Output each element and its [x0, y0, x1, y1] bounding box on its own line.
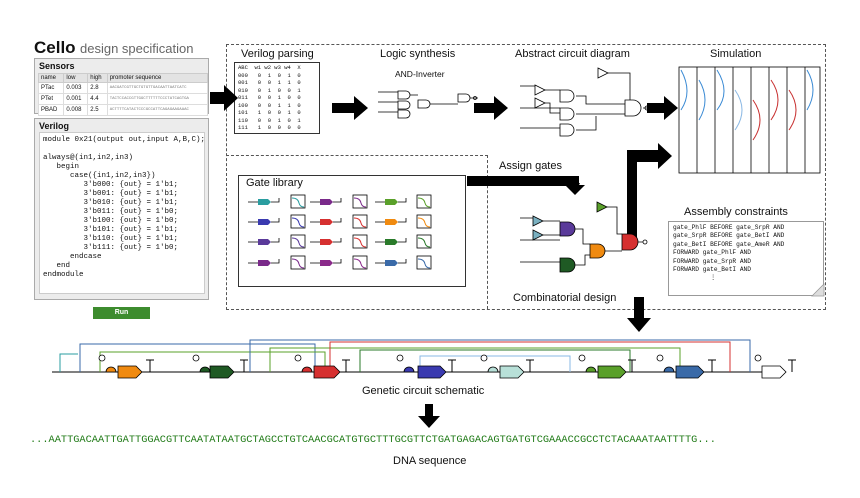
assembly-constraints-box: gate_PhlF BEFORE gate_SrpR AND gate_SrpR…	[668, 221, 824, 296]
pipeline-box	[226, 44, 826, 310]
arrow-synthesis-to-abstract	[474, 96, 508, 120]
simulation-label: Simulation	[710, 48, 762, 60]
run-button[interactable]: Run	[93, 307, 150, 319]
and-inverter-circuit	[378, 83, 478, 121]
sensor-high: 2.5	[87, 104, 108, 116]
sensor-low: 0.008	[63, 104, 89, 116]
sensors-table: name low high promoter sequence PTac 0.0…	[37, 73, 209, 116]
gate-library-label: Gate library	[246, 177, 303, 189]
sensors-panel: Sensors name low high promoter sequence …	[34, 58, 209, 116]
dna-sequence-label: DNA sequence	[393, 455, 467, 467]
and-inverter-label: AND-Inverter	[395, 69, 445, 79]
sensor-high: 2.8	[87, 82, 108, 94]
verilog-parsing-label: Verilog parsing	[241, 48, 314, 60]
logic-synthesis-label: Logic synthesis	[380, 48, 456, 60]
genetic-circuit-schematic	[52, 339, 780, 373]
cello-title: Cello	[34, 38, 76, 57]
simulation-curves	[680, 69, 814, 141]
table-row: PBAD 0.008 2.5 ACTTTTCATACTCCCGCCATTCAGA…	[37, 104, 209, 116]
arrow-abstract-to-simulation	[647, 96, 678, 120]
ribosome-binding-sites	[98, 354, 762, 362]
gate-library-parts	[248, 194, 432, 270]
arrow-to-dna	[418, 404, 440, 428]
arrow-to-schematic	[627, 297, 651, 332]
simulation-panel	[678, 66, 821, 174]
terminators	[146, 359, 796, 372]
verilog-code-editor[interactable]: module 0x21(output out,input A,B,C); alw…	[39, 132, 205, 294]
truth-table: ABC w1 w2 w3 w4 X 000 0 1 0 1 0 001 0 0 …	[234, 62, 320, 134]
page-fold-icon	[811, 283, 825, 297]
gate-library-region	[226, 155, 488, 309]
assembly-constraints-label: Assembly constraints	[684, 206, 788, 218]
combinatorial-design-circuit	[520, 201, 648, 273]
genetic-parts	[105, 365, 787, 379]
design-spec-subtitle: design specification	[80, 41, 194, 56]
genetic-schematic-label: Genetic circuit schematic	[362, 385, 485, 397]
combinatorial-design-label: Combinatorial design	[513, 292, 617, 304]
arrow-assign-gates	[467, 176, 585, 195]
arrow-design-to-simulation	[627, 143, 672, 240]
assign-gates-label: Assign gates	[499, 160, 562, 172]
abstract-circuit	[520, 67, 651, 137]
dna-sequence: ...AATTGACAATTGATTGGACGTTCAATATAATGCTAGC…	[30, 434, 716, 446]
sensor-name: PBAD	[37, 104, 65, 116]
sensor-seq: ACTTTTCATACTCCCGCCATTCAGAGAAGAAAC	[106, 104, 209, 116]
abstract-circuit-label: Abstract circuit diagram	[515, 48, 630, 60]
verilog-heading: Verilog	[39, 121, 70, 131]
arrow-verilog-to-parsing	[210, 85, 238, 111]
arrow-parsing-to-synthesis	[332, 96, 368, 120]
sensors-heading: Sensors	[39, 61, 75, 71]
